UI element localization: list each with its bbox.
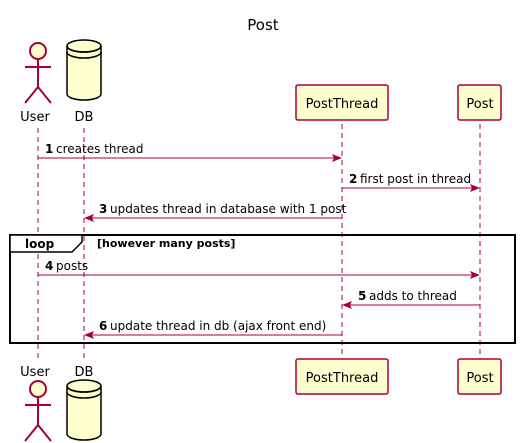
message-text: first post in thread (360, 172, 471, 186)
message-number: 3 (99, 202, 107, 216)
loop-condition: [however many posts] (97, 237, 235, 250)
message-number: 1 (45, 142, 53, 156)
participant-postthread-top: PostThread (295, 84, 389, 121)
message-3: 3 updates thread in database with 1 post (84, 202, 347, 222)
participant-label: DB (75, 365, 94, 380)
participant-label: Post (466, 97, 493, 112)
message-number: 5 (358, 289, 366, 303)
message-text: creates thread (56, 142, 144, 156)
loop-label: loop (25, 237, 55, 251)
message-2: 2 first post in thread (342, 172, 480, 192)
message-text: update thread in db (ajax front end) (110, 319, 326, 333)
message-number: 2 (349, 172, 357, 186)
participant-post-top: Post (457, 84, 502, 121)
participant-user-bottom: User (20, 365, 52, 442)
diagram-title: Post (247, 16, 279, 34)
participant-db-bottom: DB (66, 365, 102, 441)
actor-icon (24, 42, 52, 104)
participant-label: User (20, 110, 50, 125)
database-icon (66, 379, 102, 441)
participant-label: PostThread (306, 371, 379, 386)
participant-postthread-bottom: PostThread (295, 358, 389, 395)
message-text: adds to thread (369, 289, 457, 303)
participant-label: DB (75, 110, 94, 125)
message-6: 6 update thread in db (ajax front end) (84, 319, 342, 339)
message-text: posts (56, 259, 88, 273)
message-number: 6 (99, 319, 107, 333)
participant-label: Post (466, 371, 493, 386)
database-icon (66, 39, 102, 101)
actor-icon (24, 380, 52, 442)
participant-post-bottom: Post (457, 358, 502, 395)
participant-label: PostThread (306, 97, 379, 112)
participant-db-top: DB (66, 39, 102, 125)
message-5: 5 adds to thread (342, 289, 480, 309)
participant-user-top: User (20, 42, 52, 125)
message-1: 1 creates thread (38, 142, 342, 162)
message-text: updates thread in database with 1 post (110, 202, 347, 216)
loop-frame: loop [however many posts] (9, 234, 516, 344)
message-number: 4 (45, 259, 53, 273)
message-4: 4 posts (38, 259, 480, 279)
participant-label: User (20, 365, 50, 380)
